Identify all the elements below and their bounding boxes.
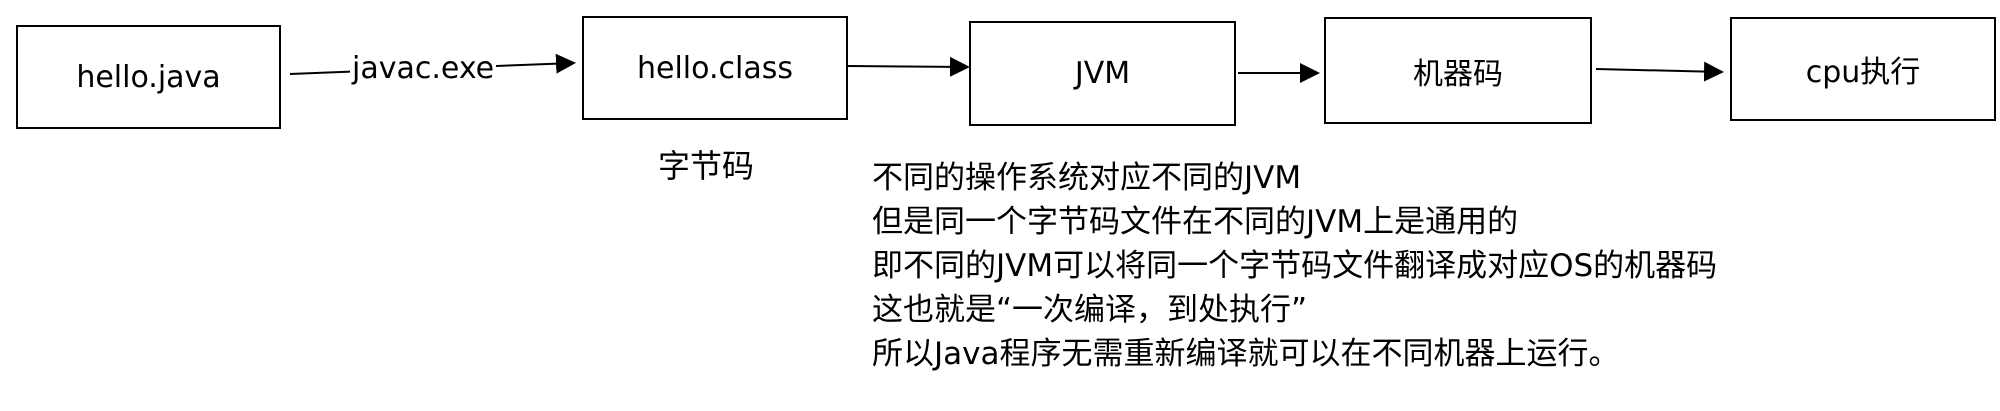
bytecode-caption: 字节码 <box>658 147 755 185</box>
javac-edge-label: javac.exe <box>350 51 497 86</box>
hello-class-node: hello.class <box>582 16 848 120</box>
jvm-label: JVM <box>1074 56 1131 91</box>
hello-java-node: hello.java <box>16 25 281 129</box>
note-line: 即不同的JVM可以将同一个字节码文件翻译成对应OS的机器码 <box>872 248 1718 284</box>
note-line: 但是同一个字节码文件在不同的JVM上是通用的 <box>872 204 1519 240</box>
note-line: 所以Java程序无需重新编译就可以在不同机器上运行。 <box>872 336 1620 372</box>
machine-code-label: 机器码 <box>1413 56 1503 92</box>
arrow-machine-code-to-cpu <box>1595 61 1724 82</box>
hello-class-label: hello.class <box>637 50 793 86</box>
machine-code-node: 机器码 <box>1324 17 1592 124</box>
cpu-exec-node: cpu执行 <box>1730 17 1996 121</box>
hello-java-label: hello.java <box>76 59 221 95</box>
jvm-node: JVM <box>969 21 1236 126</box>
note-line: 这也就是“一次编译，到处执行” <box>872 292 1308 328</box>
cpu-exec-label: cpu执行 <box>1805 55 1921 90</box>
note-line: 不同的操作系统对应不同的JVM <box>872 160 1302 196</box>
arrow-class-to-jvm <box>847 56 970 77</box>
explanation-note: 不同的操作系统对应不同的JVM 但是同一个字节码文件在不同的JVM上是通用的 即… <box>872 156 1717 376</box>
